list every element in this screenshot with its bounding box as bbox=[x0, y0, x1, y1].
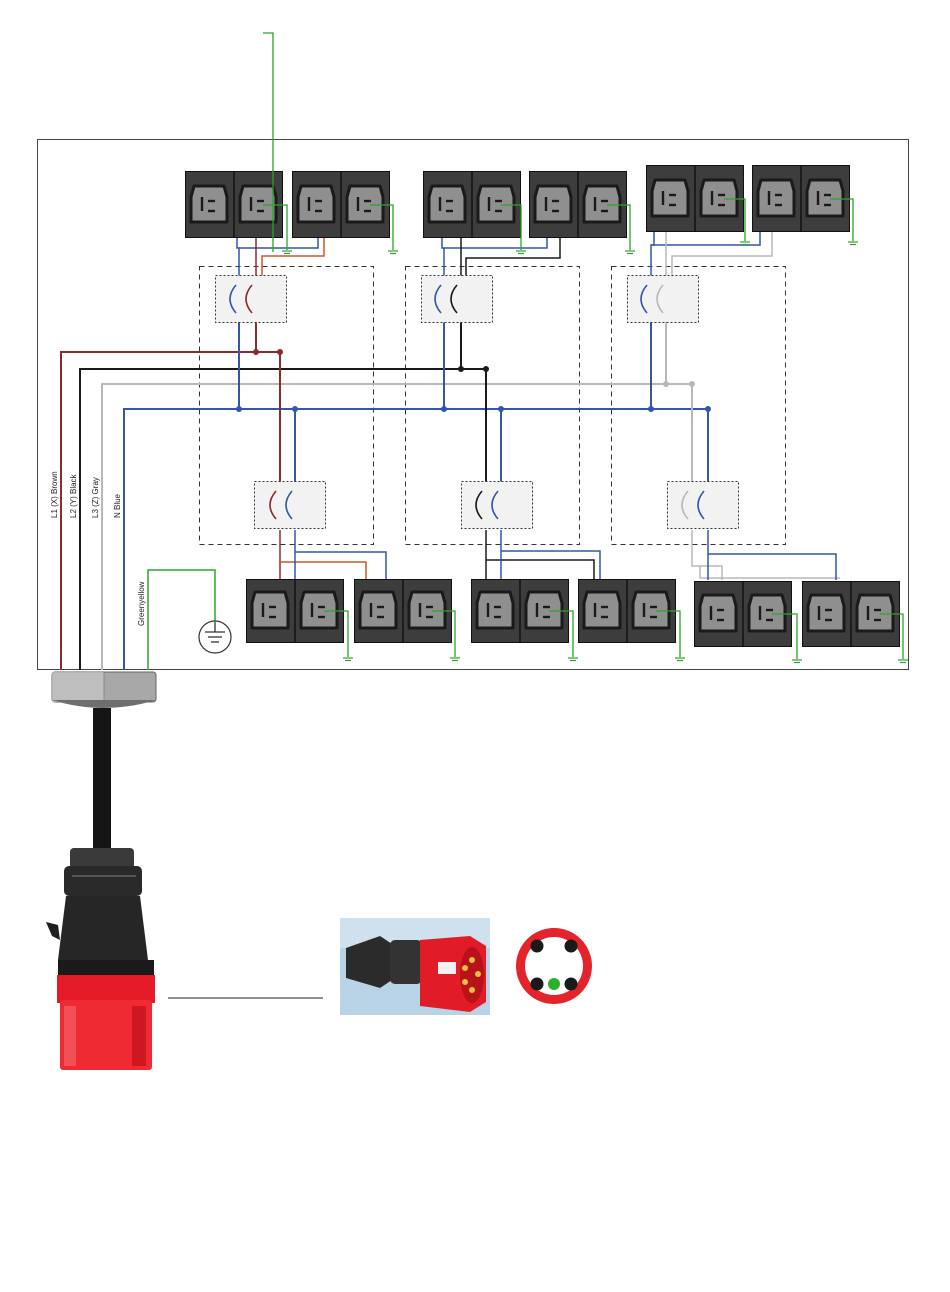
wire-label-l3: L3 (Z) Gray bbox=[91, 477, 100, 518]
wire-label-l1: L1 (X) Brown bbox=[50, 471, 59, 518]
circuit-breaker-icon bbox=[216, 276, 287, 323]
power-cable bbox=[93, 708, 111, 852]
cee-red-plug-icon bbox=[46, 848, 155, 1070]
wire-label-n: N Blue bbox=[113, 493, 122, 518]
wire-label-pe: Greenyellow bbox=[137, 581, 146, 626]
circuit-breaker-icon bbox=[462, 482, 533, 529]
circuit-breaker-icon bbox=[628, 276, 699, 323]
circuit-breaker-icon bbox=[668, 482, 739, 529]
plug-photo-thumbnail bbox=[340, 918, 490, 1015]
earth-ground-icon bbox=[199, 621, 231, 653]
wire-label-l2: L2 (Y) Black bbox=[69, 473, 78, 518]
cable-gland bbox=[52, 672, 156, 708]
circuit-breaker-icon bbox=[422, 276, 493, 323]
cee-plug-face-icon bbox=[516, 928, 592, 1004]
circuit-breaker-icon bbox=[255, 482, 326, 529]
